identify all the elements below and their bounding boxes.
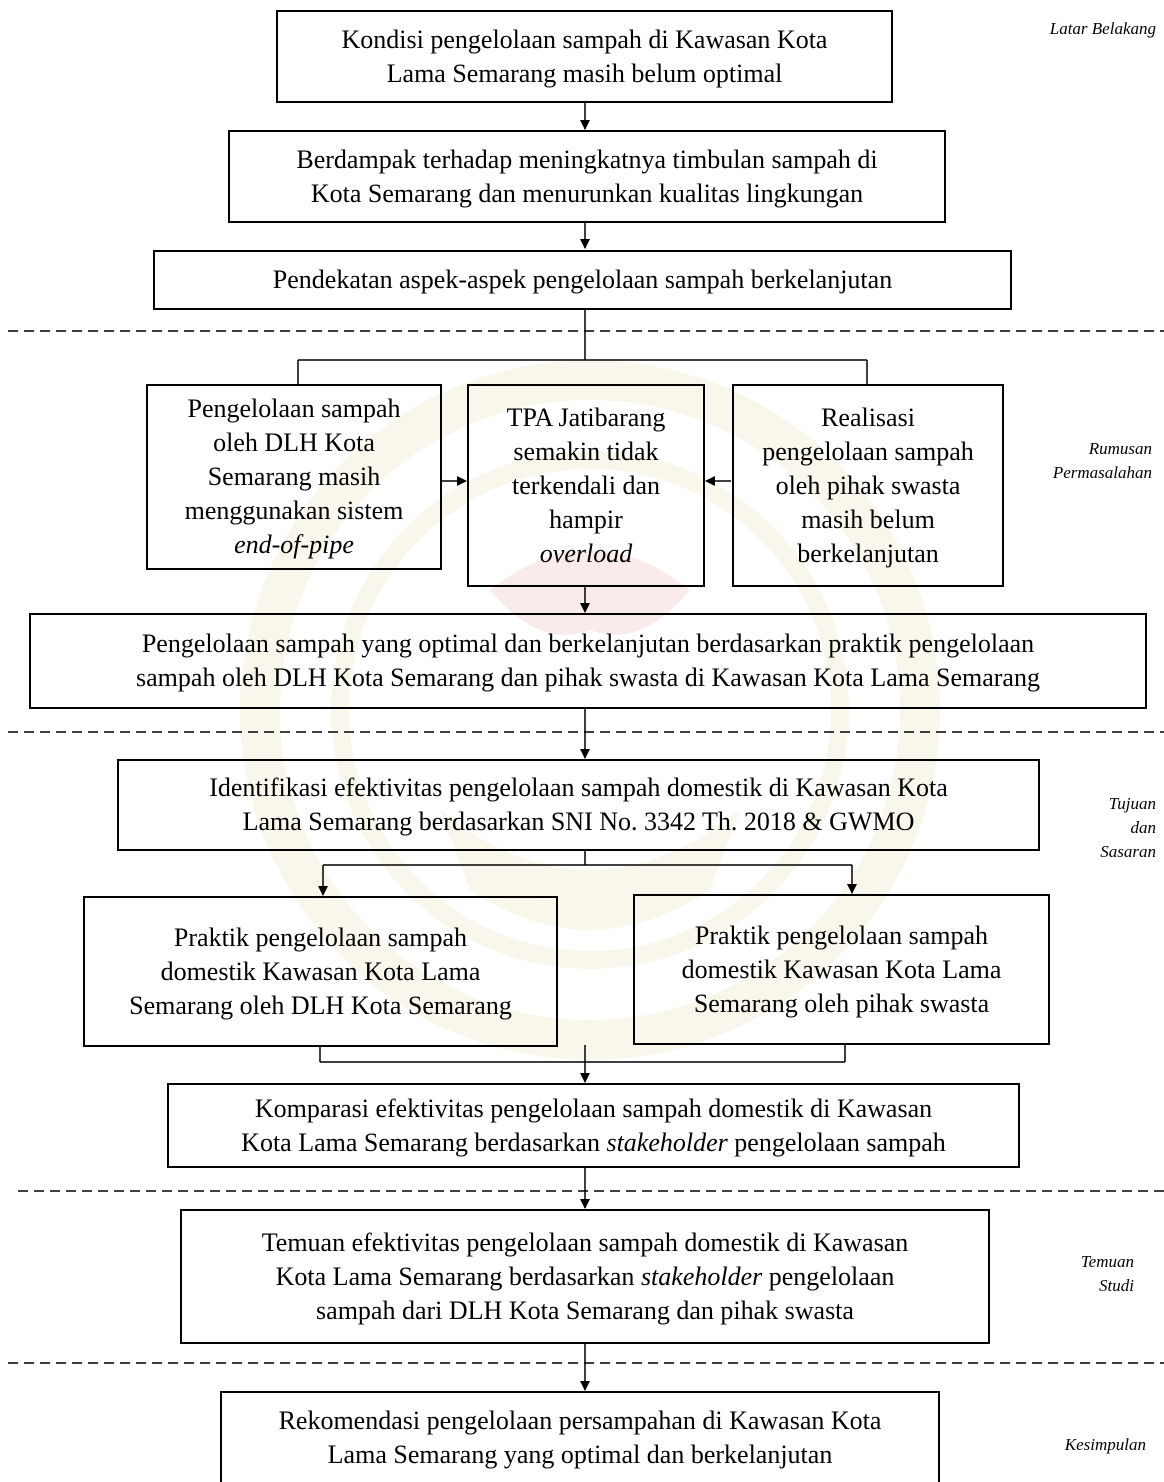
box-text: Praktik pengelolaan sampah <box>694 920 989 950</box>
box-text: domestik Kawasan Kota Lama <box>681 954 1002 984</box>
box-text: Semarang oleh pihak swasta <box>693 988 990 1018</box>
section-label-text: Temuan <box>1080 1252 1134 1271</box>
box-pengelolaan-optimal: Pengelolaan sampah yang optimal dan berk… <box>29 613 1147 709</box>
box-temuan: Temuan efektivitas pengelolaan sampah do… <box>180 1209 990 1344</box>
box-praktik-swasta: Praktik pengelolaan sampah domestik Kawa… <box>633 894 1050 1045</box>
box-text-italic: stakeholder <box>606 1127 728 1157</box>
box-text: Identifikasi efektivitas pengelolaan sam… <box>209 773 948 802</box>
box-praktik-dlh: Praktik pengelolaan sampah domestik Kawa… <box>83 896 558 1047</box>
box-text: Pengelolaan sampah <box>187 394 401 423</box>
box-text: semakin tidak <box>513 436 659 466</box>
box-identifikasi: Identifikasi efektivitas pengelolaan sam… <box>117 759 1040 851</box>
box-text: pengelolaan <box>762 1261 895 1291</box>
section-label-text: Rumusan <box>1088 439 1152 458</box>
section-label-text: Kesimpulan <box>1064 1435 1146 1454</box>
section-label-text: dan <box>1130 818 1157 837</box>
box-text: Pengelolaan sampah yang optimal dan berk… <box>141 629 1035 658</box>
box-text: pengelolaan sampah <box>727 1127 946 1157</box>
box-dampak: Berdampak terhadap meningkatnya timbulan… <box>228 130 946 223</box>
box-text: Pendekatan aspek-aspek pengelolaan sampa… <box>272 265 893 294</box>
box-text: oleh DLH Kota <box>213 428 375 457</box>
box-text: Kota Lama Semarang berdasarkan <box>241 1127 607 1157</box>
section-label-rumusan: Rumusan Permasalahan <box>1053 437 1152 485</box>
box-text: Lama Semarang berdasarkan SNI No. 3342 T… <box>242 807 915 836</box>
box-text-line2: Kota Lama Semarang berdasarkan stakehold… <box>276 1260 895 1294</box>
section-label-text: Sasaran <box>1100 842 1156 861</box>
box-komparasi: Komparasi efektivitas pengelolaan sampah… <box>167 1083 1020 1168</box>
box-text: terkendali dan <box>512 470 660 500</box>
box-text: domestik Kawasan Kota Lama <box>160 956 481 986</box>
box-swasta-realisasi: Realisasi pengelolaan sampah oleh pihak … <box>732 384 1004 587</box>
box-text: Semarang oleh DLH Kota Semarang <box>129 990 512 1020</box>
box-text: Kota Semarang dan menurunkan kualitas li… <box>310 178 864 208</box>
box-tpa-jatibarang: TPA Jatibarang semakin tidak terkendali … <box>467 384 705 587</box>
box-text: Lama Semarang yang optimal dan berkelanj… <box>327 1439 833 1469</box>
section-label-kesimpulan: Kesimpulan <box>1065 1433 1146 1457</box>
box-kondisi: Kondisi pengelolaan sampah di Kawasan Ko… <box>276 10 893 103</box>
box-text-italic: stakeholder <box>640 1261 763 1291</box>
university-seal-watermark <box>240 360 940 1060</box>
section-label-temuan: Temuan Studi <box>1081 1250 1134 1298</box>
box-text: Kondisi pengelolaan sampah di Kawasan Ko… <box>341 24 828 54</box>
box-text: sampah oleh DLH Kota Semarang dan pihak … <box>136 663 1040 692</box>
box-rekomendasi: Rekomendasi pengelolaan persampahan di K… <box>220 1391 940 1482</box>
box-text-italic: overload <box>539 538 633 568</box>
section-label-text: Latar Belakang <box>1049 19 1156 38</box>
box-text: masih belum <box>801 504 935 534</box>
box-text-italic: end-of-pipe <box>234 530 354 559</box>
box-text: Lama Semarang masih belum optimal <box>386 58 783 88</box>
section-label-text: Permasalahan <box>1052 463 1152 482</box>
box-text: Praktik pengelolaan sampah <box>173 922 468 952</box>
box-text: sampah dari DLH Kota Semarang dan pihak … <box>316 1295 854 1325</box>
section-label-text: Studi <box>1099 1276 1134 1295</box>
box-text: Berdampak terhadap meningkatnya timbulan… <box>296 144 878 174</box>
box-text-line2: Kota Lama Semarang berdasarkan stakehold… <box>241 1126 946 1160</box>
box-text: Temuan efektivitas pengelolaan sampah do… <box>261 1227 909 1257</box>
section-label-latar-belakang: Latar Belakang <box>1050 17 1156 41</box>
section-label-tujuan: Tujuan dan Sasaran <box>1100 792 1156 864</box>
box-text: pengelolaan sampah <box>762 436 974 466</box>
section-label-text: Tujuan <box>1108 794 1156 813</box>
box-text: oleh pihak swasta <box>775 470 961 500</box>
box-text: berkelanjutan <box>797 538 939 568</box>
box-text: Kota Lama Semarang berdasarkan <box>275 1261 641 1291</box>
box-text: TPA Jatibarang <box>506 402 666 432</box>
box-text: Komparasi efektivitas pengelolaan sampah… <box>254 1093 933 1123</box>
box-text: Semarang masih <box>207 462 381 491</box>
box-pendekatan: Pendekatan aspek-aspek pengelolaan sampa… <box>153 250 1012 310</box>
box-text: Realisasi <box>821 402 915 432</box>
box-text: menggunakan sistem <box>184 496 404 525</box>
box-text: Rekomendasi pengelolaan persampahan di K… <box>278 1405 882 1435</box>
box-text: hampir <box>549 504 623 534</box>
box-dlh-end-of-pipe: Pengelolaan sampah oleh DLH Kota Semaran… <box>146 384 442 570</box>
